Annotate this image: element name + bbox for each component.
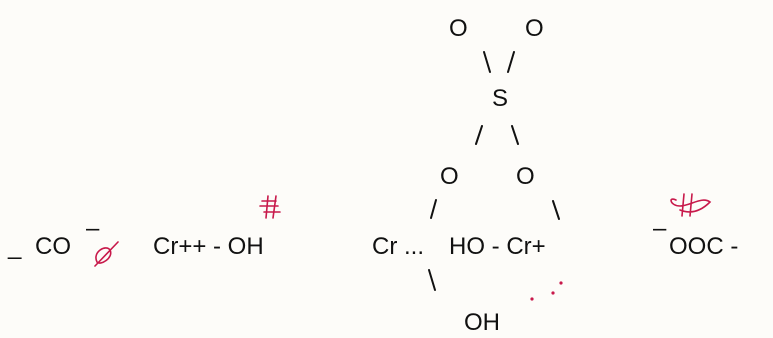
- hydroxo-chromium-label: HO - Cr+: [449, 233, 546, 260]
- annotation-hash-mark-chromium: [259, 195, 281, 219]
- sulfate-oxygen-top-right: O: [525, 15, 544, 42]
- bond-cr-oh-bridge: [428, 269, 436, 291]
- bond-o-cr-right: [552, 200, 560, 220]
- bond-o-cr-left: [430, 199, 437, 219]
- sulfate-oxygen-bottom-left: O: [440, 163, 459, 190]
- bond-o-s-left: [483, 51, 491, 73]
- sulfate-oxygen-bottom-right: O: [516, 163, 535, 190]
- sulfate-group: O O S O O: [430, 15, 560, 220]
- chromium-left-label: Cr ...: [372, 233, 424, 260]
- sulfur-atom: S: [492, 85, 508, 112]
- carboxylate-charge: –: [653, 215, 667, 242]
- carbonate-prefix: _: [7, 233, 22, 260]
- annotation-scribble-carboxylate: [670, 193, 712, 217]
- carbonate-charge: –: [86, 215, 100, 242]
- bond-o-s-right: [507, 51, 515, 73]
- handwritten-annotations: [94, 193, 712, 301]
- carbonate-label: CO: [35, 233, 71, 260]
- annotation-dot: [530, 297, 534, 301]
- bond-s-o-lower-right: [511, 125, 519, 145]
- bridging-hydroxide-label: OH: [464, 309, 500, 336]
- annotation-dot: [551, 291, 555, 295]
- bottom-row: _ CO – Cr++ - OH Cr ... HO - Cr+ – OOC -…: [7, 215, 738, 336]
- sulfate-oxygen-top-left: O: [449, 15, 468, 42]
- chromium-hydroxide-label: Cr++ - OH: [153, 233, 264, 260]
- carboxylate-label: OOC -: [669, 233, 738, 260]
- annotation-dot: [559, 281, 563, 285]
- bond-s-o-lower-left: [475, 125, 483, 145]
- annotation-scribble-carbonate: [94, 241, 119, 267]
